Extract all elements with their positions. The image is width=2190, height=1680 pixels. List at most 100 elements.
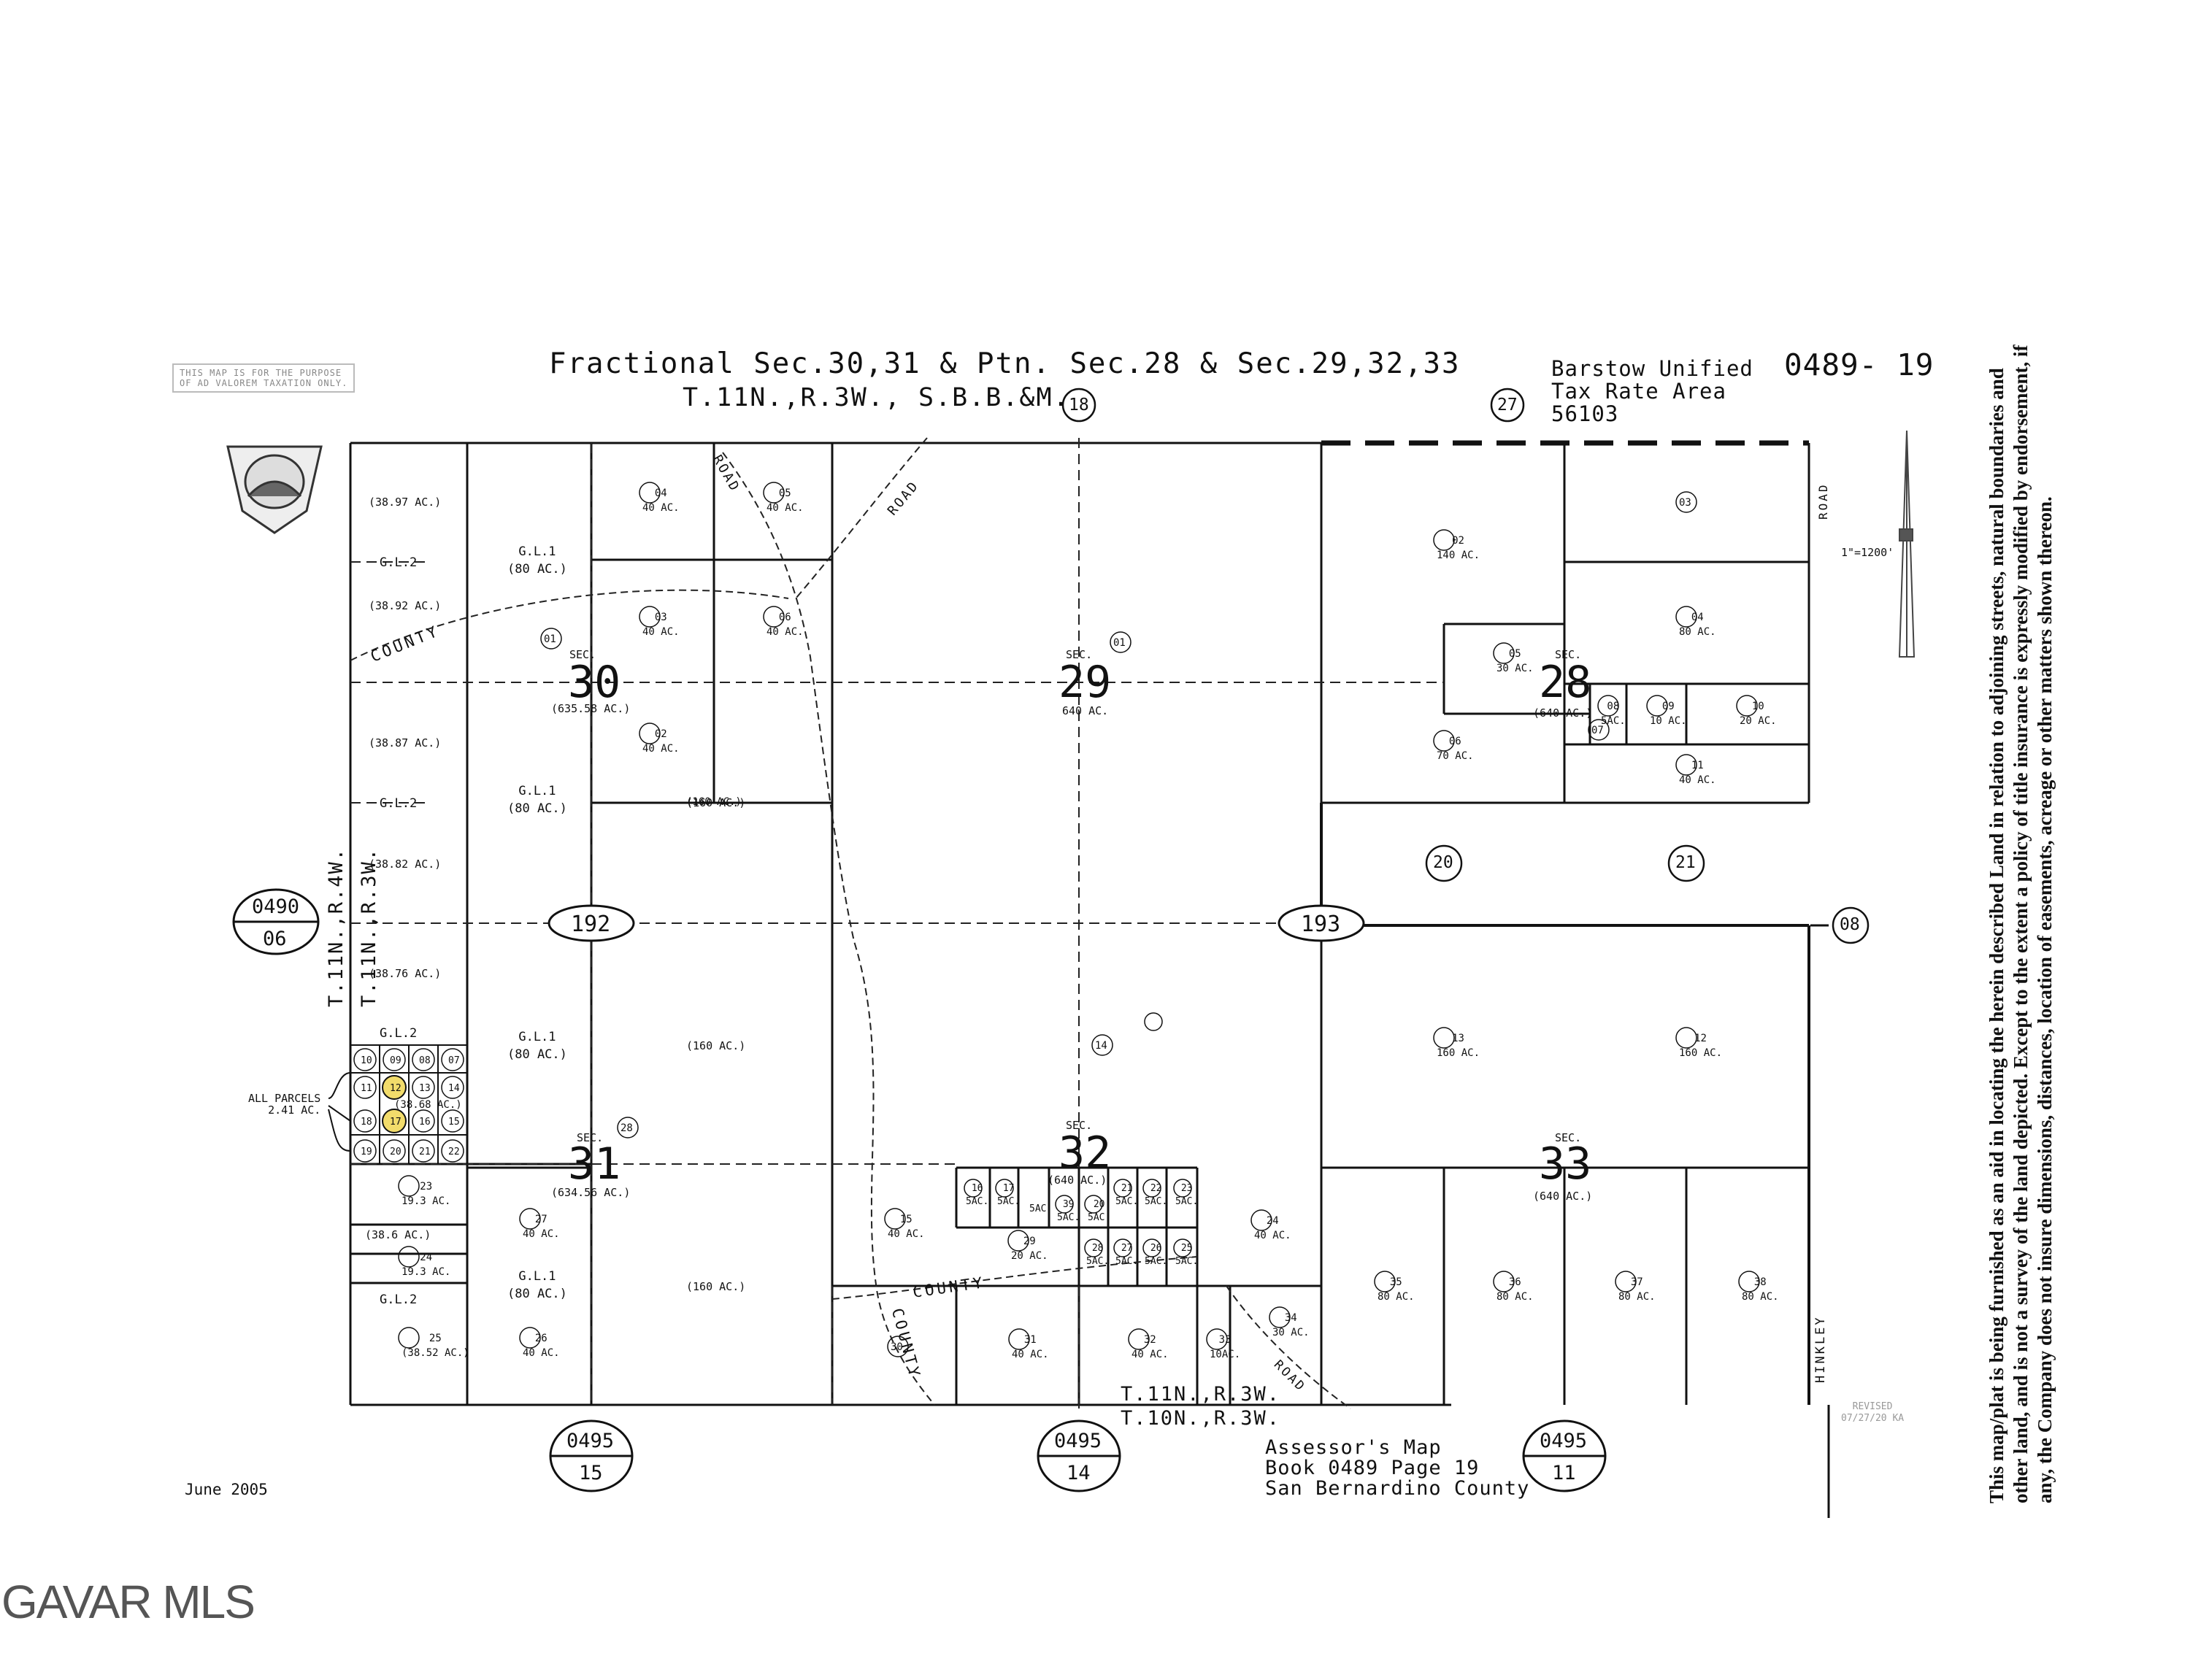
sec32-parcel-4: 20 5AC.	[1088, 1198, 1110, 1225]
revised-label: REVISED	[1852, 1401, 1893, 1412]
highlight-parcel-17[interactable]	[382, 1109, 407, 1133]
lot-acres-10: (38.68 AC.)	[394, 1099, 462, 1111]
parcel-number: 04	[1691, 612, 1704, 623]
parcel-number: 04	[654, 488, 667, 499]
parcel-number: 05	[778, 488, 791, 499]
tax-rate-label: Tax Rate Area	[1551, 379, 1726, 404]
parcel-acres: 5AC.	[1175, 1196, 1199, 1208]
parcel-number: 03	[654, 612, 667, 623]
parcel-acres: 70 AC.	[1437, 750, 1474, 762]
adjacent-map-south3-book: 0495	[1540, 1430, 1588, 1452]
sw-parcel-9: 17	[390, 1117, 402, 1128]
plat-disclaimer: This map/plat is being furnished as an a…	[1986, 344, 2056, 1503]
revised-stamp: REVISED 07/27/20 KA	[1841, 1401, 1904, 1425]
sw-parcel-14: 21	[419, 1147, 431, 1157]
parcel-number: 34	[1284, 1312, 1297, 1324]
parcel-acres: 5AC.	[1145, 1196, 1168, 1208]
lot-acres-9: (160 AC.)	[686, 796, 742, 808]
parcel-36: 37 80 AC.	[1618, 1276, 1656, 1304]
parcel-number: 16	[971, 1183, 983, 1194]
section-33-number: 33	[1539, 1138, 1592, 1190]
parcel-acres: 40 AC.	[766, 501, 804, 514]
parcel-number: 10	[1751, 701, 1764, 712]
assessor-line-3: San Bernardino County	[1265, 1477, 1530, 1500]
gov-lot-label: G.L.1	[518, 1030, 556, 1044]
parcel-27: 30	[891, 1341, 903, 1355]
parcel-acres: 40 AC.	[1254, 1229, 1291, 1241]
gov-lot-5: G.L.2	[380, 795, 417, 813]
gov-lot-6: G.L.2	[380, 1025, 417, 1043]
parcel-1: 05 40 AC.	[766, 487, 804, 515]
parcel-number: 30	[891, 1341, 903, 1353]
parcel-number: 02	[1452, 535, 1464, 547]
parcel-number: 29	[1023, 1236, 1036, 1247]
parcel-number: 25	[429, 1333, 442, 1344]
parcel-number: 37	[1630, 1276, 1643, 1288]
sw-parcel-2: 08	[419, 1055, 431, 1066]
section-32-acres: (640 AC.)	[1048, 1174, 1107, 1187]
gov-lot-label: G.L.2	[380, 555, 418, 570]
map-number: 0489- 19	[1784, 347, 1934, 382]
parcel-number: 06	[1448, 736, 1461, 747]
gov-lot-acres: (80 AC.)	[507, 801, 567, 816]
parcel-number: 07	[1591, 725, 1604, 736]
lot-acres-5: (38.6 AC.)	[365, 1228, 431, 1241]
parcel-11: 06 70 AC.	[1437, 735, 1474, 763]
parcel-acres: 160 AC.	[1437, 1047, 1480, 1059]
parcel-acres: 160 AC.	[1679, 1047, 1723, 1059]
parcel-acres: 19.3 AC.	[402, 1265, 451, 1278]
sw-parcel-3: 07	[448, 1055, 460, 1066]
tax-rate-area: Barstow Unified Tax Rate Area 56103	[1551, 358, 1753, 425]
sw-parcel-7: 14	[448, 1083, 460, 1094]
sw-parcel-11: 15	[448, 1117, 460, 1128]
parcel-number: 20	[1093, 1199, 1105, 1210]
parcel-number: 24	[420, 1252, 433, 1263]
section-29-number: 29	[1058, 657, 1112, 708]
parcel-number: 01	[544, 633, 556, 645]
adjacent-page-21: 21	[1675, 853, 1696, 872]
parcel-number: 09	[1661, 701, 1675, 712]
parcel-23: 24 19.3 AC.	[402, 1251, 450, 1279]
gov-lot-label: G.L.1	[518, 1269, 556, 1284]
highlight-parcel-12[interactable]	[382, 1075, 407, 1100]
gov-lot-acres: (80 AC.)	[507, 1286, 567, 1301]
parcel-number: 32	[1143, 1334, 1156, 1346]
parcel-number: 27	[1121, 1243, 1133, 1254]
parcel-acres: 5AC.	[1088, 1212, 1111, 1224]
block-number-192: 192	[571, 912, 611, 937]
gov-lot-label: G.L.1	[518, 784, 556, 798]
section-31-acres: (634.56 AC.)	[551, 1186, 631, 1199]
parcel-number: 01	[1113, 637, 1126, 649]
parcel-acres: 5AC.	[1029, 1203, 1053, 1214]
district-name: Barstow Unified	[1551, 356, 1753, 381]
sw-parcel-13: 20	[390, 1147, 402, 1157]
lot-acres-0: (38.97 AC.)	[369, 496, 442, 509]
parcel-24: 25(38.52 AC.)	[402, 1332, 469, 1360]
parcel-number: 15	[899, 1214, 912, 1225]
parcel-acres: 5AC.	[1115, 1196, 1139, 1208]
parcel-7: 03	[1679, 496, 1691, 511]
map-subtitle: T.11N.,R.3W., S.B.B.&M.	[683, 383, 1070, 412]
sw-parcel-1: 09	[390, 1055, 402, 1066]
section-32-number: 32	[1058, 1128, 1112, 1179]
valorem-disclaimer: THIS MAP IS FOR THE PURPOSE OF AD VALORE…	[172, 363, 356, 393]
parcel-acres: 80 AC.	[1618, 1290, 1656, 1303]
lot-acres-8: (160 AC.)	[686, 1280, 746, 1293]
sw-parcel-8: 18	[361, 1117, 372, 1128]
parcel-number: 25	[1180, 1243, 1193, 1254]
lot-acres-1: (38.92 AC.)	[369, 599, 442, 612]
